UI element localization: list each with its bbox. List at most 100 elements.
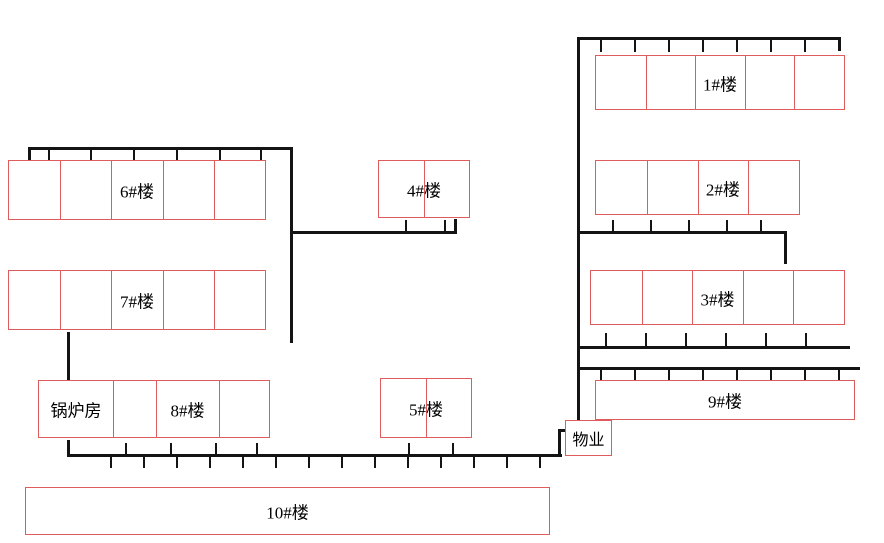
- building-label: 3#楼: [700, 290, 735, 309]
- unit-divider: [793, 271, 795, 324]
- pipe-tick: [805, 333, 807, 347]
- pipe-tick: [341, 457, 343, 468]
- building-label: 1#楼: [702, 75, 737, 94]
- pipe-tick: [407, 457, 409, 468]
- pipe-tick: [612, 220, 614, 232]
- pipe-tick: [215, 443, 217, 455]
- pipe-tick: [444, 220, 446, 232]
- pipe-top-right-main: [578, 37, 841, 40]
- pipe-tick: [125, 443, 127, 455]
- unit-divider: [742, 271, 744, 324]
- pipe-tick: [605, 333, 607, 347]
- unit-divider: [794, 56, 796, 109]
- unit-divider: [641, 271, 643, 324]
- unit-divider: [60, 271, 62, 329]
- pipe-tick: [645, 333, 647, 347]
- pipe-elbow: [838, 37, 841, 51]
- unit-divider: [156, 381, 157, 437]
- pipe-tick: [405, 220, 407, 232]
- building-8-boiler-row: 锅炉房 8#楼: [38, 380, 270, 438]
- unit-divider: [424, 161, 425, 217]
- building-1: 1#楼: [595, 55, 845, 110]
- unit-divider: [692, 271, 694, 324]
- pipe-tick: [804, 370, 806, 381]
- pipe-elbow: [454, 219, 457, 234]
- pipe-tick: [170, 443, 172, 455]
- pipe-bottom-main: [67, 454, 562, 457]
- building-label: 10#楼: [266, 503, 309, 523]
- pipe-tick: [736, 40, 738, 52]
- pipe-tick: [473, 457, 475, 468]
- building-7: 7#楼: [8, 270, 266, 330]
- pipe-tick: [408, 443, 410, 455]
- pipe-tick: [374, 457, 376, 468]
- property-office: 物业: [565, 420, 612, 456]
- pipe-tick: [634, 40, 636, 52]
- unit-divider: [646, 161, 648, 214]
- pipe-tick: [688, 220, 690, 232]
- pipe-right-lower-branch: [578, 346, 850, 349]
- building-label: 2#楼: [705, 180, 740, 199]
- pipe-tick: [506, 457, 508, 468]
- pipe-tick: [176, 457, 178, 468]
- pipe-tick: [685, 333, 687, 347]
- boiler-room-label: 锅炉房: [50, 401, 102, 421]
- building-9: 9#楼: [595, 380, 855, 420]
- building-6: 6#楼: [8, 160, 266, 220]
- pipe-tick: [650, 220, 652, 232]
- pipe-tick: [256, 443, 258, 455]
- unit-divider: [60, 161, 62, 219]
- pipe-property-stub: [558, 429, 568, 432]
- unit-divider: [162, 161, 164, 219]
- pipe-right-mid-branch: [578, 231, 787, 234]
- pipe-tick: [765, 333, 767, 347]
- pipe-tick: [219, 150, 221, 161]
- pipe-tick: [838, 370, 840, 381]
- unit-divider: [111, 161, 113, 219]
- unit-divider: [219, 381, 220, 437]
- pipe-tick: [736, 370, 738, 381]
- unit-divider: [113, 381, 114, 437]
- pipe-tick: [110, 457, 112, 468]
- pipe-tick: [209, 457, 211, 468]
- pipe-tick: [600, 40, 602, 52]
- pipe-tick: [539, 457, 541, 468]
- pipe-tick: [668, 370, 670, 381]
- pipe-tick: [804, 40, 806, 52]
- building-5: 5#楼: [380, 378, 472, 438]
- pipe-tick: [770, 370, 772, 381]
- pipe-tick: [702, 370, 704, 381]
- unit-divider: [213, 271, 215, 329]
- pipe-tick: [440, 457, 442, 468]
- building-label: 6#楼: [119, 182, 154, 202]
- pipe-elbow: [28, 147, 31, 160]
- pipe-tick: [452, 443, 454, 455]
- building-label: 9#楼: [708, 392, 742, 412]
- pipe-tick: [260, 150, 262, 161]
- pipe-tick: [143, 457, 145, 468]
- unit-divider: [426, 379, 427, 437]
- unit-divider: [697, 161, 699, 214]
- building-3: 3#楼: [590, 270, 845, 325]
- pipe-tick: [242, 457, 244, 468]
- building-10: 10#楼: [25, 487, 550, 535]
- pipe-tick: [600, 370, 602, 381]
- unit-divider: [695, 56, 697, 109]
- pipe-tick: [308, 457, 310, 468]
- pipe-boiler-drop: [67, 440, 70, 457]
- pipe-tick: [48, 150, 50, 161]
- pipe-tick: [634, 370, 636, 381]
- pipe-main-riser: [577, 37, 580, 420]
- building-label: 7#楼: [119, 292, 154, 312]
- pipe-tick: [725, 333, 727, 347]
- building-label: 8#楼: [170, 401, 205, 421]
- pipe-tick: [702, 40, 704, 52]
- building-2: 2#楼: [595, 160, 800, 215]
- property-office-label: 物业: [572, 432, 605, 449]
- unit-divider: [748, 161, 750, 214]
- pipe-tick: [90, 150, 92, 161]
- building-label: 4#楼: [407, 181, 441, 201]
- pipe-b9-feeder: [578, 367, 860, 370]
- unit-divider: [213, 161, 215, 219]
